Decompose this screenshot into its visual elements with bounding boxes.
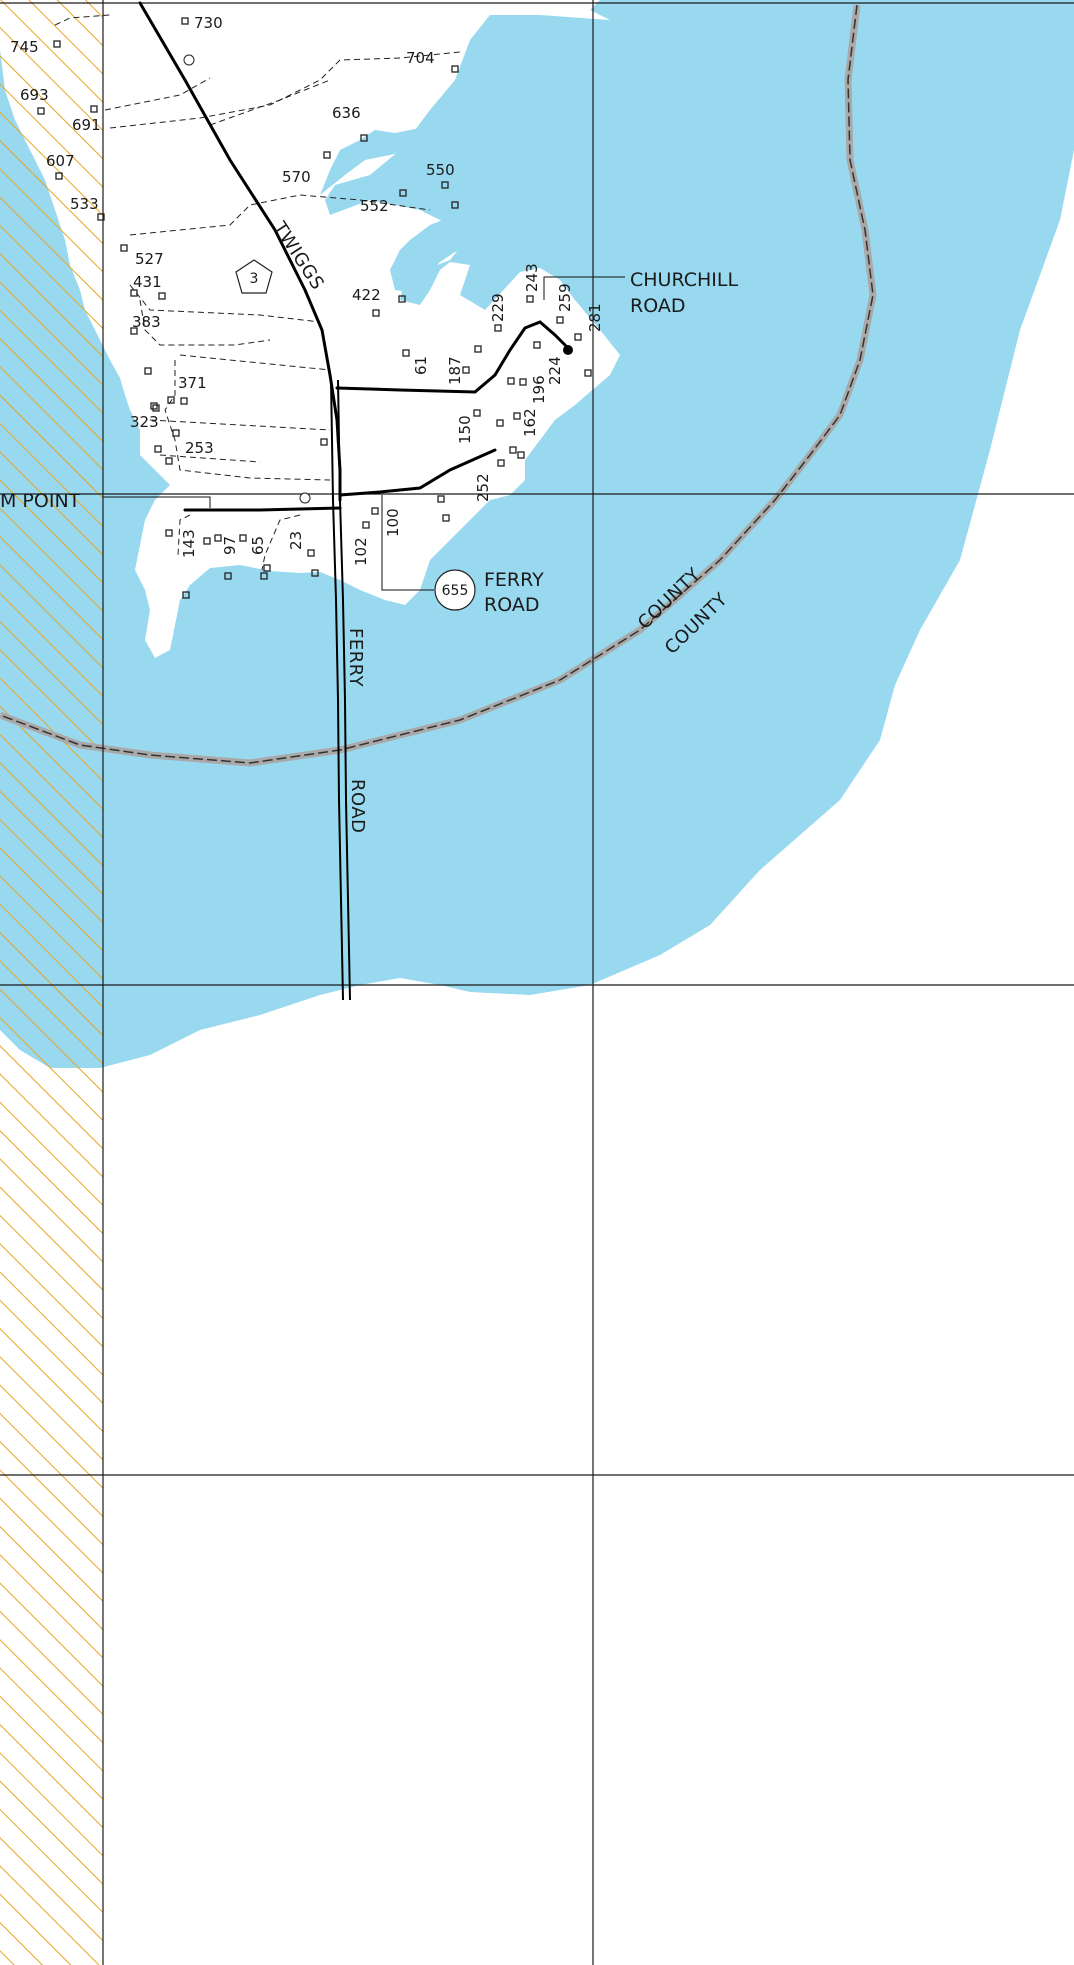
address-labels-rotated: 243 259 229 281 61 187 224 196 150 162 2… [180,263,604,566]
address-label: 102 [352,537,370,566]
address-label: 259 [556,283,574,312]
address-label: 281 [586,303,604,332]
address-label: 693 [20,86,49,104]
address-label: 100 [384,508,402,537]
address-label: 383 [132,313,161,331]
address-label: 65 [249,536,267,555]
address-label: 371 [178,374,207,392]
road-label-ferry: FERRY [345,628,366,688]
address-label: 745 [10,38,39,56]
address-label: 552 [360,197,389,215]
route-badge-circle: 655 [434,569,476,611]
address-label: 97 [221,536,239,555]
address-label: 730 [194,14,223,32]
address-label: 61 [412,356,430,375]
callout-ferry-1: FERRY [484,569,544,591]
road-end-marker [563,345,573,355]
address-label: 143 [180,529,198,558]
point-road [183,506,342,512]
address-label: 550 [426,161,455,179]
address-label: 704 [406,49,435,67]
buildings [37,17,592,599]
survey-markers [183,54,311,504]
callout-ferry-2: ROAD [484,594,539,616]
address-label: 224 [546,356,564,385]
address-label: 150 [456,415,474,444]
hatched-strip [0,0,103,1965]
address-label: 570 [282,168,311,186]
road-label-point: M POINT [0,490,81,512]
address-label: 323 [130,413,159,431]
pond-lower [390,210,485,292]
address-label: 253 [185,439,214,457]
address-label: 23 [287,531,305,550]
address-label: 431 [133,273,162,291]
ferry-road [330,379,351,1001]
address-labels: 730 745 704 693 691 636 607 570 550 533 … [10,14,455,457]
address-label: 691 [72,116,101,134]
ferry-road-east [338,448,497,497]
parcel-lines [54,14,461,571]
callout-churchill-1: CHURCHILL [630,269,738,291]
address-label: 187 [446,356,464,385]
route-badge-label: 655 [442,583,469,599]
churchill-road [335,320,572,394]
address-label: 422 [352,286,381,304]
address-label: 229 [489,293,507,322]
pond [320,70,480,195]
address-label: 196 [530,375,548,404]
route-shield-label: 3 [250,271,259,287]
address-label: 533 [70,195,99,213]
address-label: 162 [521,408,539,437]
address-label: 607 [46,152,75,170]
address-label: 243 [523,263,541,292]
address-label: 252 [474,473,492,502]
callout-churchill-2: ROAD [630,295,685,317]
leader-lines [103,276,625,591]
route-shield-pentagon: 3 [235,259,273,294]
address-label: 527 [135,250,164,268]
address-label: 636 [332,104,361,122]
road-label-ferry-road: ROAD [347,779,368,834]
